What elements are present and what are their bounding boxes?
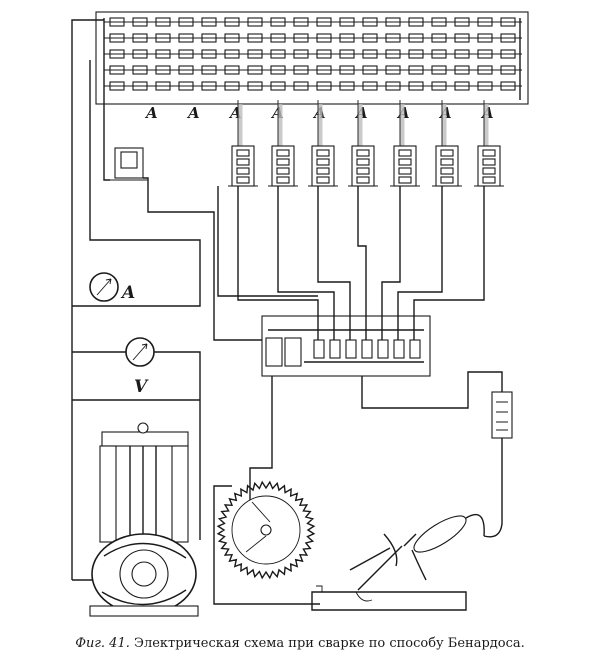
- ammeter-label: A: [120, 283, 135, 303]
- switch-block: [228, 100, 258, 187]
- board-terminal: [409, 339, 421, 359]
- voltmeter: [125, 337, 155, 367]
- board-terminal: [345, 339, 357, 359]
- switch-block: [348, 100, 378, 187]
- voltmeter-label: V: [134, 377, 149, 397]
- accumulator-label: A: [144, 104, 158, 122]
- accumulator-label: A: [186, 104, 200, 122]
- switch-block: [474, 100, 504, 187]
- switch-blocks: [228, 100, 504, 187]
- battery-bank: [95, 11, 529, 105]
- electrode-holder: [349, 513, 485, 602]
- board-terminal: [361, 339, 373, 359]
- circuit-wiring: [71, 19, 503, 605]
- switch-block: [432, 100, 462, 187]
- resistor: [491, 391, 513, 439]
- switch-block: [268, 100, 298, 187]
- small-switch: [110, 147, 148, 181]
- board-terminal: [329, 339, 341, 359]
- switch-block: [390, 100, 420, 187]
- board-terminal: [393, 339, 405, 359]
- dynamo-generator: [89, 422, 199, 617]
- work-plate: [311, 585, 467, 611]
- board-terminal: [313, 339, 325, 359]
- switch-block: [308, 100, 338, 187]
- distribution-board: [261, 315, 431, 377]
- caption-text: Электрическая схема при сварке по способ…: [134, 636, 525, 651]
- board-terminal: [377, 339, 389, 359]
- figure-number: Фиг. 41.: [75, 636, 130, 651]
- carbon-electrode-wheel: [216, 480, 316, 580]
- ammeter: [89, 272, 119, 302]
- figure-caption: Фиг. 41. Электрическая схема при сварке …: [0, 636, 600, 651]
